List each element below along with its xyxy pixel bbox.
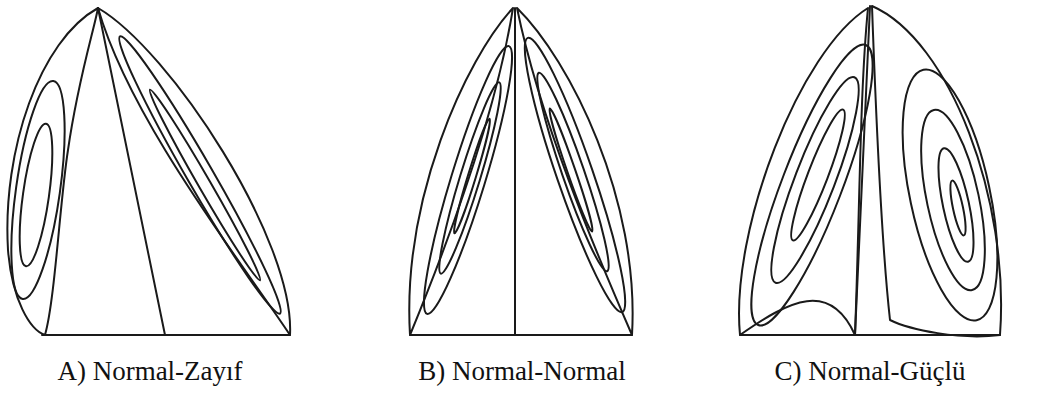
- figure-b: [409, 8, 639, 335]
- figure-a: [1, 8, 291, 335]
- figure-c: [730, 6, 1016, 336]
- figure-caption: B) Normal-Normal: [418, 356, 626, 387]
- figure-caption: A) Normal-Zayıf: [57, 356, 242, 387]
- figure-caption: C) Normal-Güçlü: [774, 356, 965, 387]
